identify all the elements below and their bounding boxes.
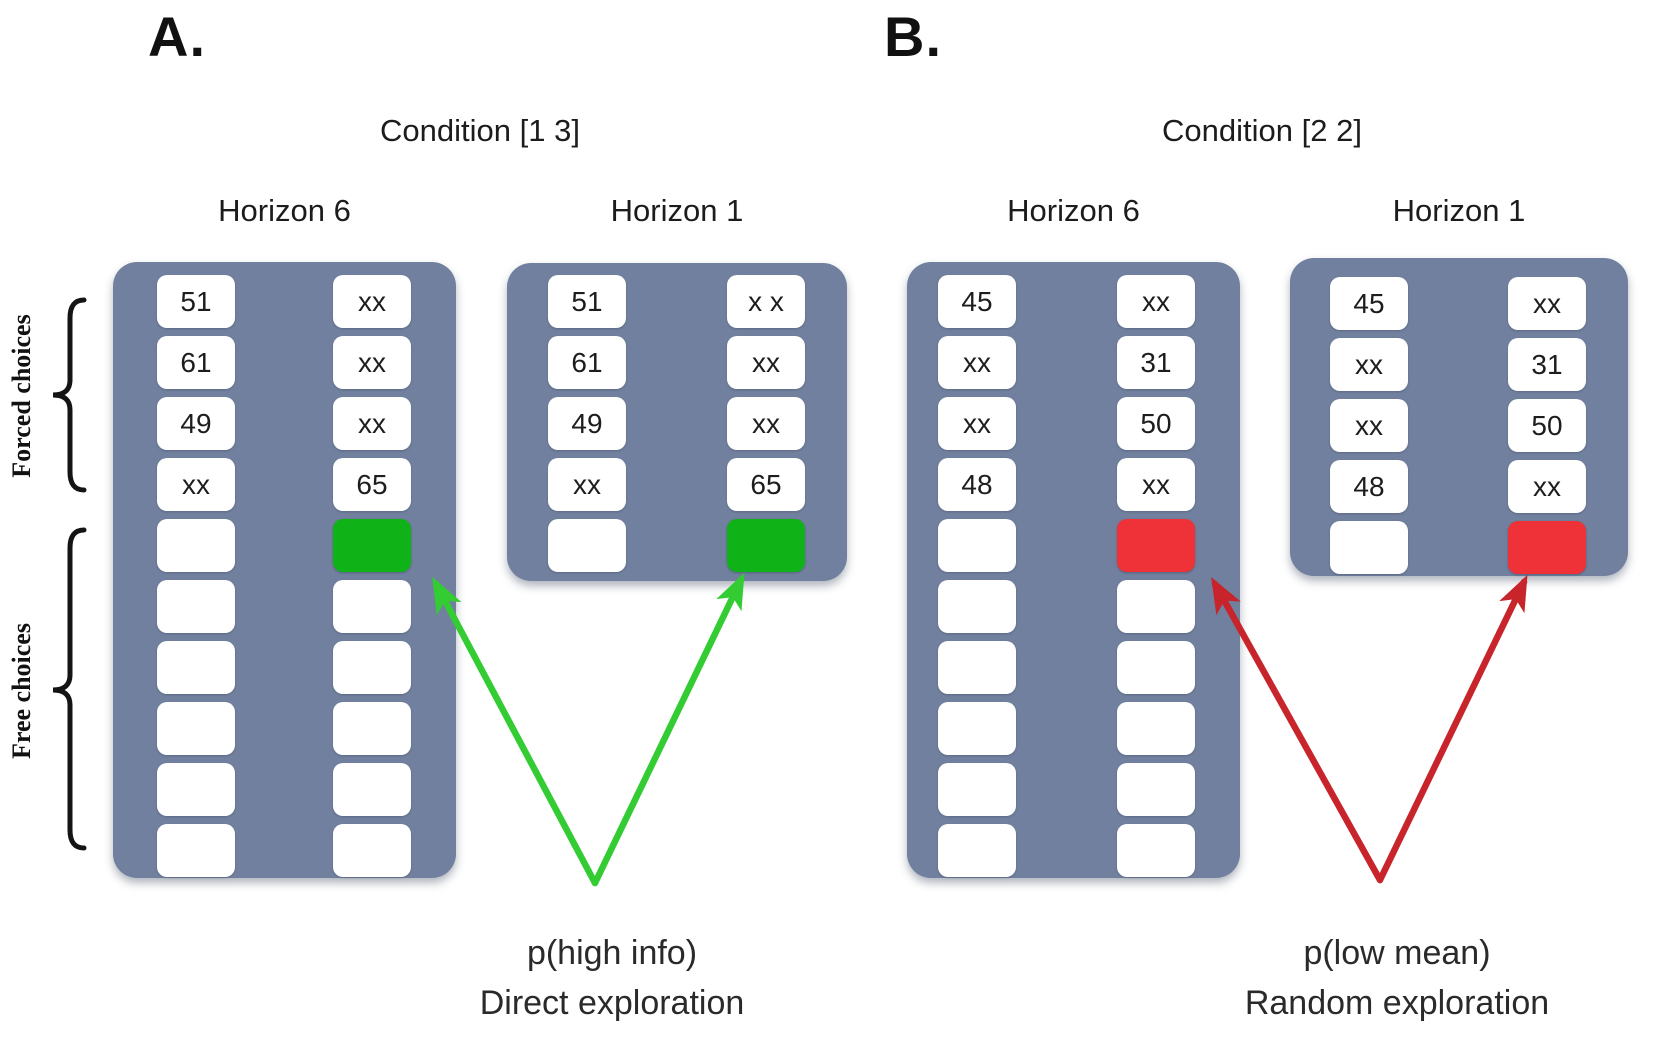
board-title-b-horizon6: Horizon 6: [1007, 193, 1140, 228]
reward-cell: 48: [1330, 460, 1408, 513]
free-cell: [938, 641, 1016, 694]
free-cell: [938, 580, 1016, 633]
hidden-cell: xx: [333, 397, 411, 450]
reward-cell: 31: [1508, 338, 1586, 391]
reward-cell: 45: [1330, 277, 1408, 330]
caption-line-1: p(high info): [526, 934, 698, 972]
forced-choices-brace: [52, 297, 87, 493]
panel-b-letter: B.: [884, 5, 942, 68]
hidden-cell: xx: [333, 336, 411, 389]
hidden-cell: xx: [938, 397, 1016, 450]
caption-random-exploration: p(low mean) Random exploration: [1197, 928, 1597, 1028]
free-choices-brace: [52, 527, 87, 851]
hidden-cell: xx: [1508, 460, 1586, 513]
free-cell: [1117, 641, 1195, 694]
free-cell: [938, 824, 1016, 877]
game-board-a-horizon6: 51 61 49 xx xx xx xx 65: [113, 262, 456, 878]
free-cell: [157, 702, 235, 755]
free-cell: [938, 763, 1016, 816]
free-cell: [333, 641, 411, 694]
hidden-cell: xx: [938, 336, 1016, 389]
free-cell: [1117, 763, 1195, 816]
panel-a-letter: A.: [148, 5, 206, 68]
free-cell: [938, 519, 1016, 572]
direct-exploration-arrows: [432, 572, 745, 887]
free-cell: [938, 702, 1016, 755]
hidden-cell: xx: [548, 458, 626, 511]
free-cell: [333, 702, 411, 755]
highlighted-free-cell: [727, 519, 805, 572]
free-cell: [1330, 521, 1408, 574]
game-board-b-horizon1: 45 xx xx 48 xx 31 50 xx: [1290, 258, 1628, 576]
reward-cell: 31: [1117, 336, 1195, 389]
game-board-b-horizon6: 45 xx xx 48 xx 31 50 xx: [907, 262, 1240, 878]
board-title-a-horizon6: Horizon 6: [218, 193, 351, 228]
reward-cell: 51: [548, 275, 626, 328]
highlighted-free-cell: [1117, 519, 1195, 572]
free-cell: [157, 641, 235, 694]
hidden-cell: xx: [157, 458, 235, 511]
free-cell: [1117, 702, 1195, 755]
hidden-cell: x x: [727, 275, 805, 328]
hidden-cell: xx: [333, 275, 411, 328]
reward-cell: 61: [548, 336, 626, 389]
reward-cell: 65: [727, 458, 805, 511]
hidden-cell: xx: [1117, 458, 1195, 511]
reward-cell: 65: [333, 458, 411, 511]
hidden-cell: xx: [727, 336, 805, 389]
free-choices-label: Free choices: [7, 623, 36, 759]
hidden-cell: xx: [727, 397, 805, 450]
free-cell: [157, 580, 235, 633]
free-cell: [1117, 824, 1195, 877]
board-title-b-horizon1: Horizon 1: [1392, 193, 1526, 228]
free-cell: [1117, 580, 1195, 633]
caption-line-2: Direct exploration: [479, 984, 745, 1022]
reward-cell: 50: [1508, 399, 1586, 452]
highlighted-free-cell: [1508, 521, 1586, 574]
reward-cell: 49: [157, 397, 235, 450]
reward-cell: 61: [157, 336, 235, 389]
condition-label-b: Condition [2 2]: [1162, 113, 1362, 148]
caption-line-1: p(low mean): [1303, 934, 1491, 972]
free-cell: [333, 580, 411, 633]
reward-cell: 50: [1117, 397, 1195, 450]
hidden-cell: xx: [1508, 277, 1586, 330]
hidden-cell: xx: [1117, 275, 1195, 328]
free-cell: [548, 519, 626, 572]
hidden-cell: xx: [1330, 399, 1408, 452]
reward-cell: 48: [938, 458, 1016, 511]
free-cell: [157, 824, 235, 877]
board-title-a-horizon1: Horizon 1: [610, 193, 744, 228]
game-board-a-horizon1: 51 61 49 xx x x xx xx 65: [507, 263, 847, 581]
free-cell: [333, 824, 411, 877]
caption-line-2: Random exploration: [1244, 984, 1550, 1022]
reward-cell: 51: [157, 275, 235, 328]
random-exploration-arrows: [1211, 574, 1528, 884]
free-cell: [157, 763, 235, 816]
reward-cell: 49: [548, 397, 626, 450]
forced-choices-label: Forced choices: [7, 314, 36, 478]
caption-direct-exploration: p(high info) Direct exploration: [412, 928, 812, 1028]
highlighted-free-cell: [333, 519, 411, 572]
condition-label-a: Condition [1 3]: [380, 113, 580, 148]
free-cell: [333, 763, 411, 816]
reward-cell: 45: [938, 275, 1016, 328]
free-cell: [157, 519, 235, 572]
hidden-cell: xx: [1330, 338, 1408, 391]
